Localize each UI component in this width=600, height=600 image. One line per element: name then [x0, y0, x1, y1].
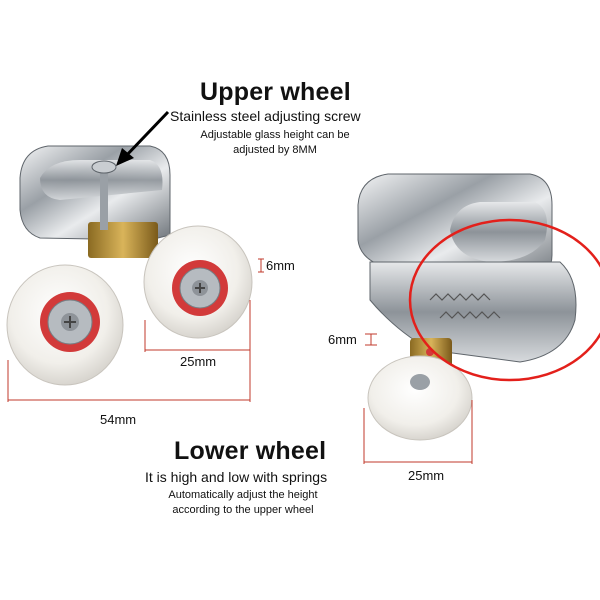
lower-springs: [429, 293, 501, 319]
lower-dimension-lines: [363, 333, 473, 464]
upper-total-width-label: 54mm: [100, 412, 137, 427]
lower-wheel-width-label: 25mm: [408, 468, 445, 483]
lower-thickness-label: 6mm: [328, 332, 357, 347]
lower-wheel: [367, 355, 473, 441]
upper-wheel-note: Adjustable glass height can be adjusted …: [180, 128, 370, 158]
lower-wheel-note-line2: according to the upper wheel: [172, 504, 314, 516]
upper-wheel-assembly: [6, 110, 253, 386]
screw-pointer-arrow: [122, 110, 170, 160]
upper-dimension-lines: [7, 258, 264, 402]
lower-wheel-note: Automatically adjust the height accordin…: [150, 488, 336, 518]
lower-wheel-subtitle: It is high and low with springs: [145, 469, 328, 485]
lower-housing-cap: [450, 202, 548, 262]
adjusting-screw: [100, 168, 108, 230]
upper-wheel-title: Upper wheel: [200, 78, 351, 106]
upper-wheel-note-line1: Adjustable glass height can be: [200, 129, 350, 141]
lower-wheel-assembly: [357, 173, 600, 441]
upper-thickness-label: 6mm: [266, 258, 295, 273]
spring-highlight-circle: [408, 218, 600, 382]
upper-wheel-note-line2: adjusted by 8MM: [233, 144, 317, 156]
lower-wheel-note-line1: Automatically adjust the height: [168, 489, 318, 501]
upper-wheel-width-label: 25mm: [180, 354, 217, 369]
upper-brass-block: [88, 222, 158, 258]
lower-spring-carriage: [369, 261, 577, 363]
screw-pointer-arrowhead: [116, 148, 134, 166]
lower-wheel-title: Lower wheel: [174, 437, 327, 465]
upper-wheel-subtitle: Stainless steel adjusting screw: [170, 108, 361, 124]
adjusting-screw-head: [91, 160, 117, 174]
